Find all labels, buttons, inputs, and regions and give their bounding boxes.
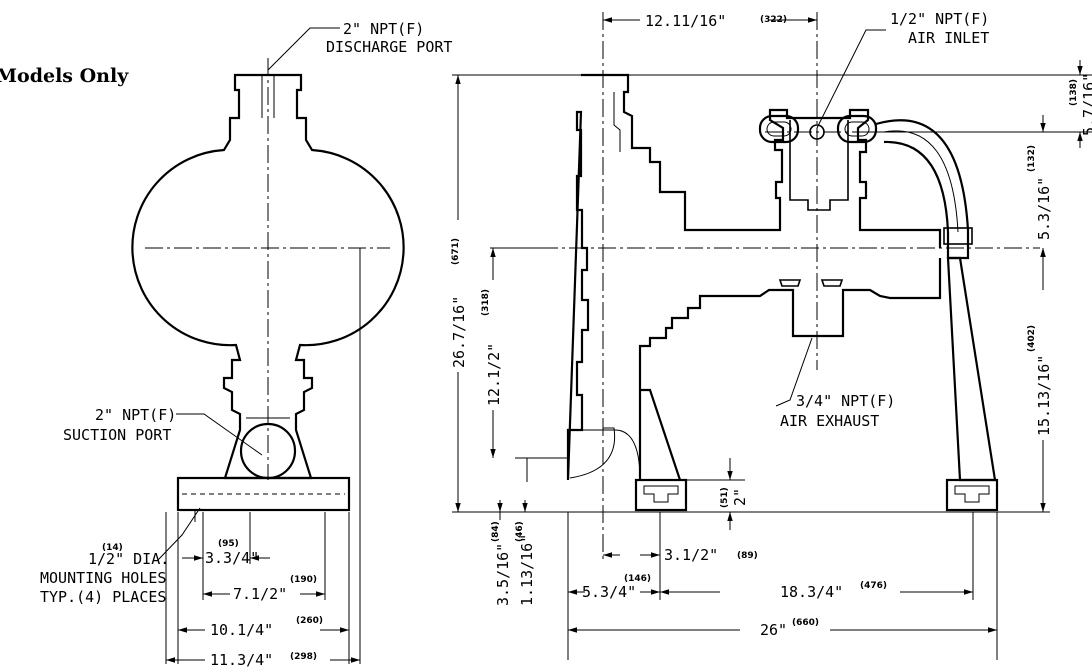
discharge-port-label-2: DISCHARGE PORT	[326, 38, 452, 56]
page-title: Models Only	[0, 65, 129, 87]
side-inner-profile	[569, 92, 621, 479]
mounting-holes-label-1: 1/2" DIA.	[88, 550, 169, 568]
dim-26-7-16-mm: (671)	[451, 238, 461, 265]
air-inlet-port	[809, 124, 825, 140]
suction-port-leader	[176, 413, 263, 456]
air-valve-end-cap-left	[758, 114, 800, 144]
right-foot	[945, 478, 999, 512]
suction-port-label-1: 2" NPT(F)	[95, 406, 176, 424]
dim-2-value: 2"	[731, 488, 749, 506]
dim-5-3-16-value: 5.3/16"	[1035, 177, 1053, 240]
discharge-port-leader	[267, 27, 340, 71]
dim-18-3-4-mm: (476)	[860, 581, 887, 591]
dim-1-13-16-value: 1.13/16"	[518, 534, 536, 606]
dim-5-3-4-value: 5.3/4"	[582, 583, 636, 601]
air-inlet-label-1: 1/2" NPT(F)	[890, 10, 989, 28]
dim-5-7-16-value: 5.7/16"	[1080, 73, 1092, 136]
dim-26-7-16-value: 26.7/16"	[450, 296, 468, 368]
dim-7-1-2-mm: (190)	[290, 575, 317, 585]
dim-3-3-4-mm: (95)	[218, 539, 239, 549]
dim-10-1-4-value: 10.1/4"	[210, 621, 273, 639]
side-pump-body	[566, 73, 942, 481]
mounting-holes-mm: (14)	[102, 543, 123, 553]
dim-12-11-16-mm: (322)	[760, 15, 787, 25]
right-leg	[946, 256, 997, 482]
elbow-flange	[943, 227, 973, 245]
dim-26-value: 26"	[760, 621, 787, 639]
dim-2-mm: (51)	[720, 487, 730, 508]
suction-port-label-2: SUCTION PORT	[63, 426, 171, 444]
discharge-port-label-1: 2" NPT(F)	[343, 20, 424, 38]
dim-5-3-16-mm: (132)	[1027, 145, 1037, 172]
dim-5-7-16-mm: (138)	[1069, 79, 1079, 106]
front-view: 2" NPT(F) DISCHARGE PORT 2" NPT(F) SUCTI…	[40, 20, 452, 669]
air-inlet-label-2: AIR INLET	[908, 29, 989, 47]
air-inlet-leader	[816, 29, 886, 129]
dim-12-1-2-mm: (318)	[481, 289, 491, 316]
front-neck-bore	[261, 76, 275, 118]
side-view: 1/2" NPT(F) AIR INLET 3/4" NPT(F) AIR EX…	[450, 10, 1092, 660]
air-exhaust-label-2: AIR EXHAUST	[780, 412, 879, 430]
air-exhaust-label-1: 3/4" NPT(F)	[796, 392, 895, 410]
dim-3-1-2-mm: (89)	[737, 551, 758, 561]
exhaust-slots	[778, 279, 844, 287]
discharge-elbow	[875, 119, 970, 260]
air-exhaust-leader	[775, 337, 813, 407]
dim-11-3-4-value: 11.3/4"	[210, 651, 273, 669]
dim-15-13-16-mm: (402)	[1027, 325, 1037, 352]
mounting-holes-label-3: TYP.(4) PLACES	[40, 588, 166, 606]
dim-1-13-16-mm: (46)	[515, 521, 525, 542]
dim-15-13-16-value: 15.13/16"	[1035, 355, 1053, 436]
mounting-holes-label-2: MOUNTING HOLES	[40, 569, 166, 587]
dim-3-5-16-value: 3.5/16"	[494, 543, 512, 606]
air-valve-body	[789, 120, 849, 211]
left-leg	[640, 388, 682, 481]
air-valve-end-cap-right	[836, 114, 878, 144]
dim-5-3-4-mm: (146)	[624, 574, 651, 584]
dim-18-3-4-value: 18.3/4"	[780, 583, 843, 601]
dim-7-1-2-value: 7.1/2"	[233, 585, 287, 603]
dim-11-3-4-mm: (298)	[290, 652, 317, 662]
dim-12-11-16-value: 12.11/16"	[645, 12, 726, 30]
dim-26-mm: (660)	[792, 618, 819, 628]
dim-10-1-4-mm: (260)	[296, 616, 323, 626]
front-base-plate	[176, 476, 351, 512]
dim-3-3-4-value: 3.3/4"	[205, 549, 259, 567]
dim-3-1-2-value: 3.1/2"	[664, 546, 718, 564]
dim-3-5-16-mm: (84)	[491, 521, 501, 542]
dim-12-1-2-value: 12.1/2"	[485, 343, 503, 406]
left-foot	[634, 478, 688, 512]
